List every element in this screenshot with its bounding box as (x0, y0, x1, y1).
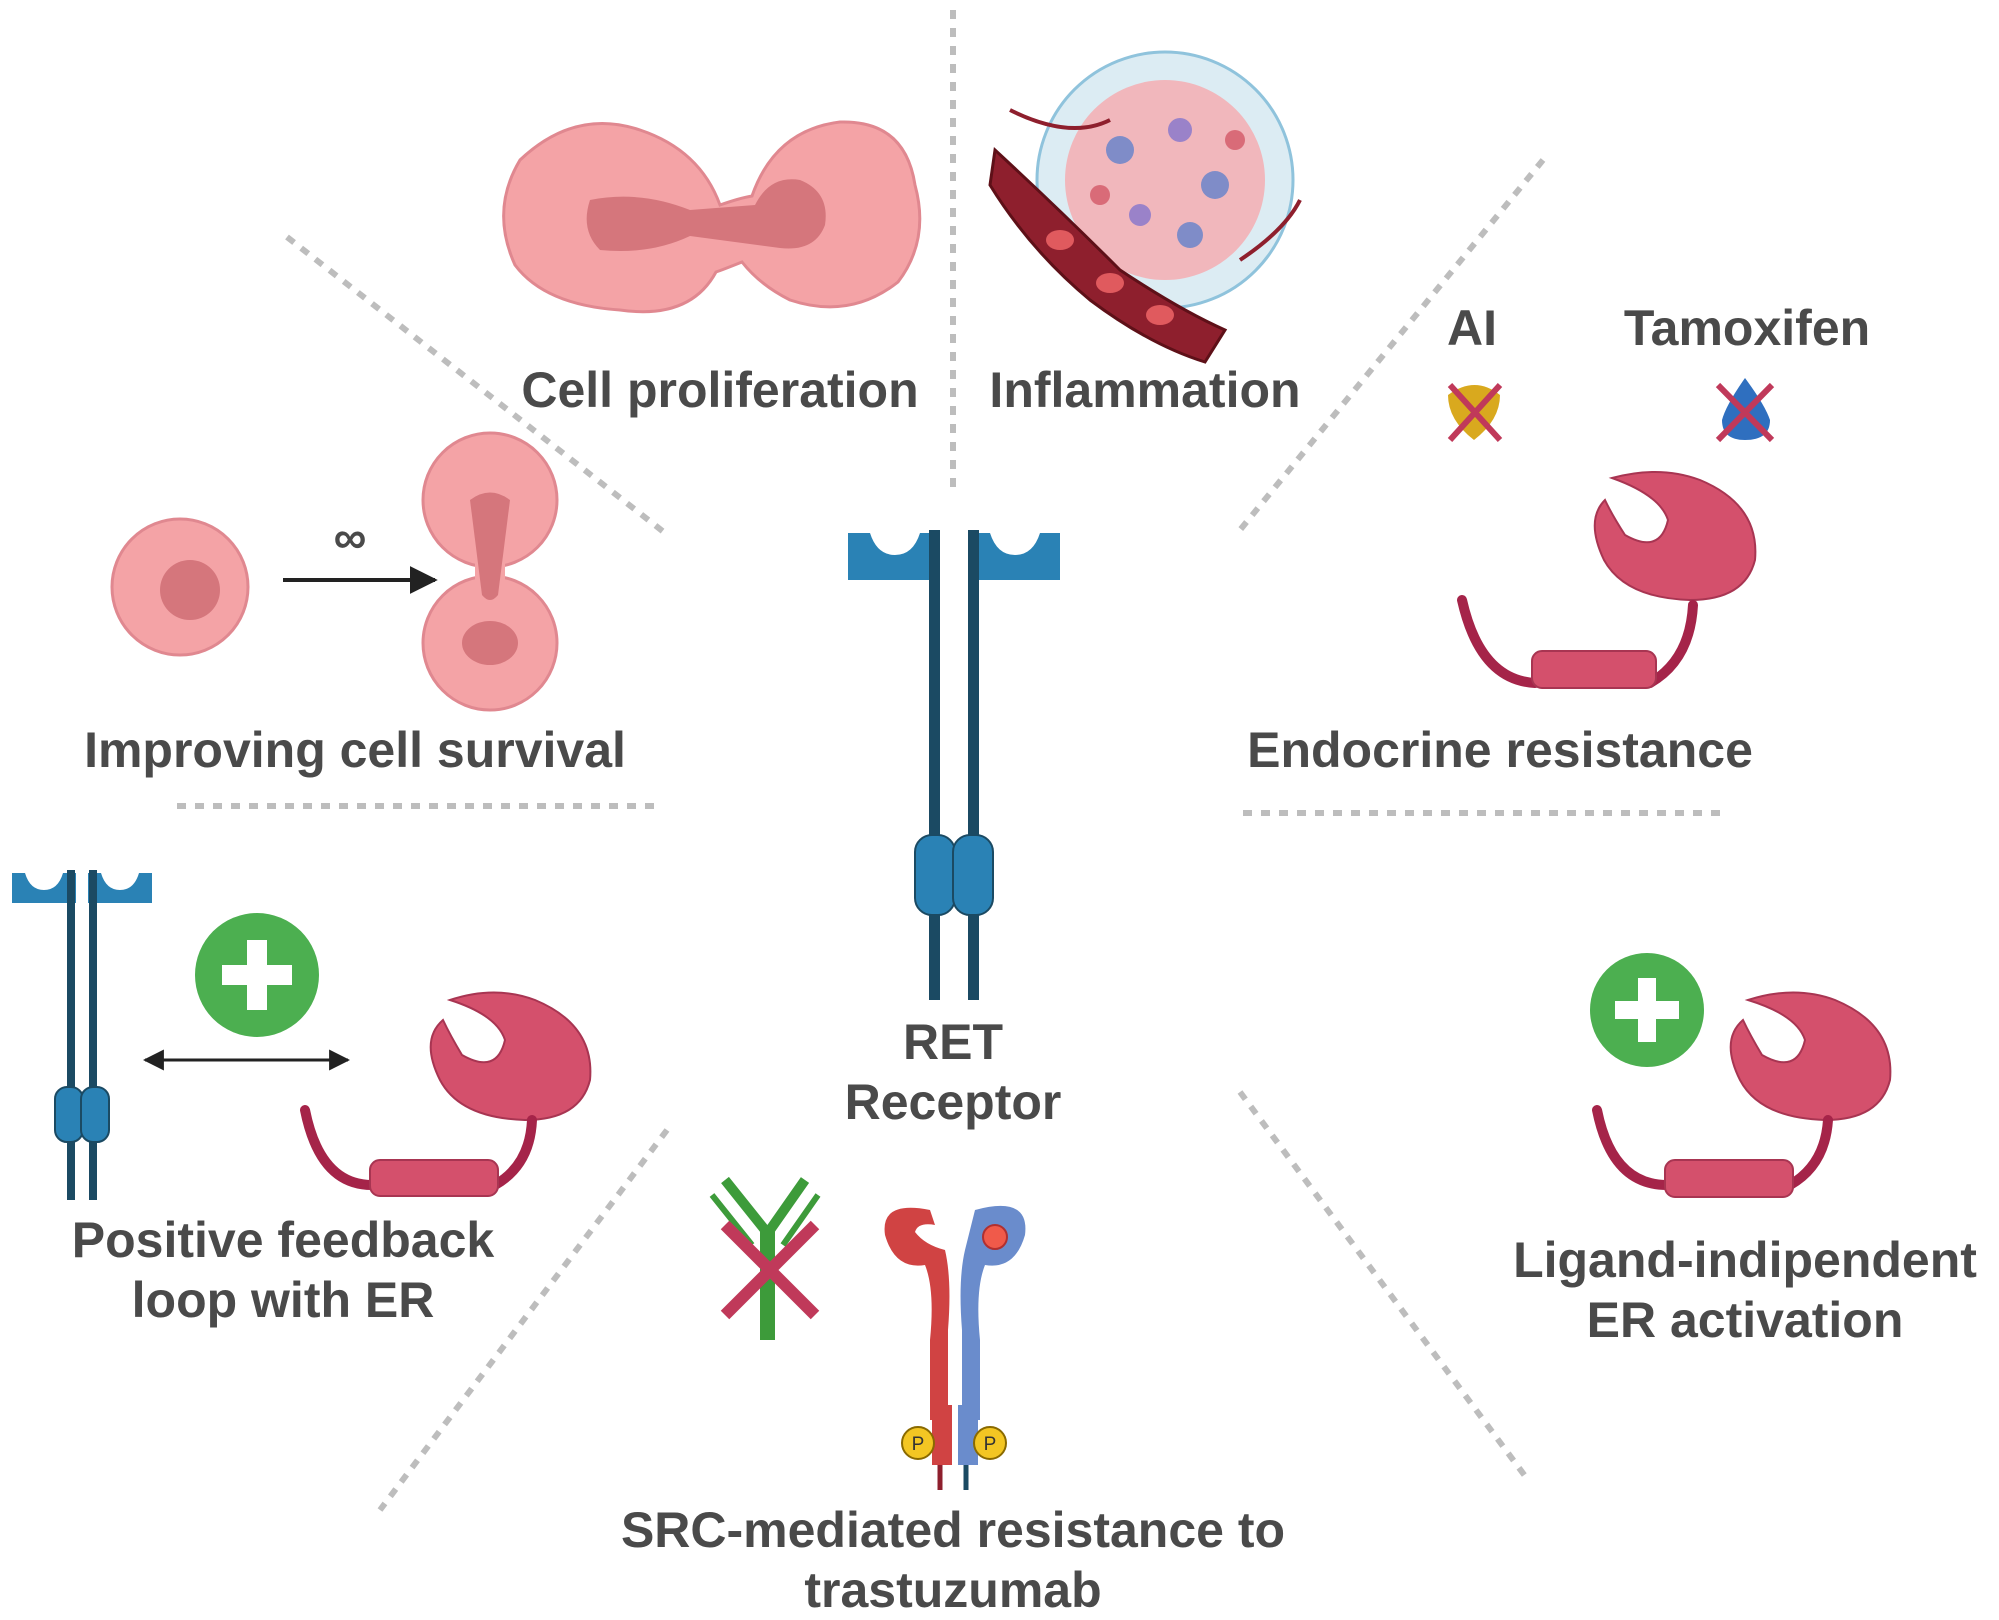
vertical-dividing-cell-icon (421, 431, 559, 712)
tamoxifen-drug-crossed-icon (1715, 378, 1775, 443)
divider-lower-right (1237, 1090, 1531, 1482)
dividing-cell-icon (502, 120, 922, 314)
label-ret-line2: Receptor (844, 1074, 1062, 1130)
label-cell-proliferation: Cell proliferation (521, 362, 919, 418)
label-src-line1: SRC-mediated resistance to (620, 1502, 1286, 1558)
phospho-label-right: P (984, 1434, 997, 1455)
label-ligand-line2: ER activation (1586, 1292, 1904, 1348)
plus-ligand-icon (1590, 953, 1704, 1067)
label-inflammation: Inflammation (989, 362, 1301, 418)
label-positive-feedback-line1: Positive feedback (71, 1212, 495, 1268)
er-receptor-endocrine-icon (1457, 471, 1757, 689)
label-improving-cell-survival: Improving cell survival (84, 722, 626, 778)
label-ret-line1: RET (903, 1014, 1003, 1070)
divider-upper-right (1237, 158, 1546, 532)
dotted-dividers (177, 10, 1723, 1512)
small-ret-receptor-icon (12, 870, 152, 1200)
label-tamoxifen: Tamoxifen (1623, 300, 1871, 356)
phospho-label-left: P (912, 1434, 925, 1455)
divider-lower-left (377, 1128, 670, 1512)
label-ai: AI (1447, 300, 1497, 356)
label-positive-feedback-line2: loop with ER (131, 1272, 435, 1328)
ret-receptor-icon (848, 530, 1060, 1000)
er-receptor-ligand-icon (1592, 991, 1892, 1198)
trastuzumab-antibody-crossed-icon (709, 1176, 821, 1340)
label-infinity: ∞ (333, 511, 367, 563)
label-src-line2: trastuzumab (804, 1562, 1102, 1618)
divider-upper-left (285, 234, 667, 536)
label-endocrine-resistance: Endocrine resistance (1247, 722, 1753, 778)
er-receptor-feedback-icon (300, 991, 592, 1197)
plus-feedback-icon (195, 913, 319, 1037)
her-receptor-dimer-icon (884, 1205, 1026, 1490)
label-ligand-line1: Ligand-indipendent (1513, 1232, 1977, 1288)
ai-drug-crossed-icon (1447, 382, 1503, 443)
inflammation-illustration-icon (988, 50, 1302, 364)
single-cell-icon (110, 517, 250, 657)
